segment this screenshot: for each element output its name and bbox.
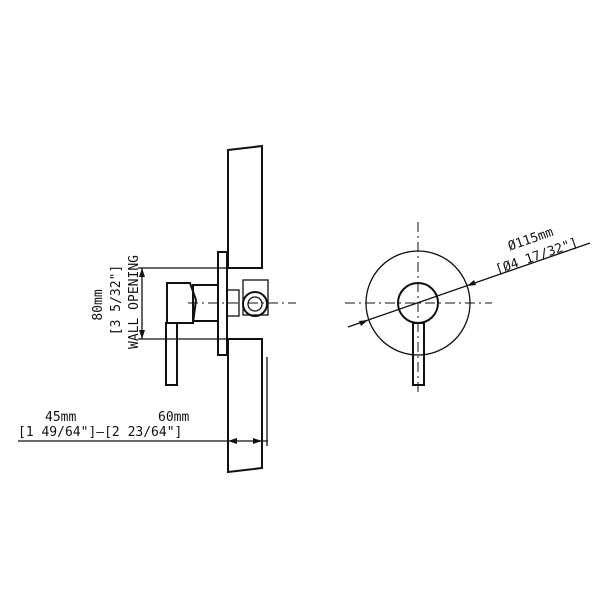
depth-dimension bbox=[18, 357, 268, 446]
mixer-front-view bbox=[345, 222, 591, 392]
wall-opening-dimension bbox=[138, 267, 262, 340]
depth-range-in: [1 49/64"]—[2 23/64"] bbox=[18, 425, 182, 440]
wall-opening-mm: 80mm bbox=[91, 289, 106, 320]
wall-opening-label: WALL OPENING bbox=[127, 255, 142, 349]
mixer-side-view bbox=[165, 251, 296, 386]
depth-max-mm: 60mm bbox=[158, 410, 189, 425]
wall-opening-in: [3 5/32"] bbox=[109, 265, 124, 335]
depth-min-mm: 45mm bbox=[45, 410, 76, 425]
